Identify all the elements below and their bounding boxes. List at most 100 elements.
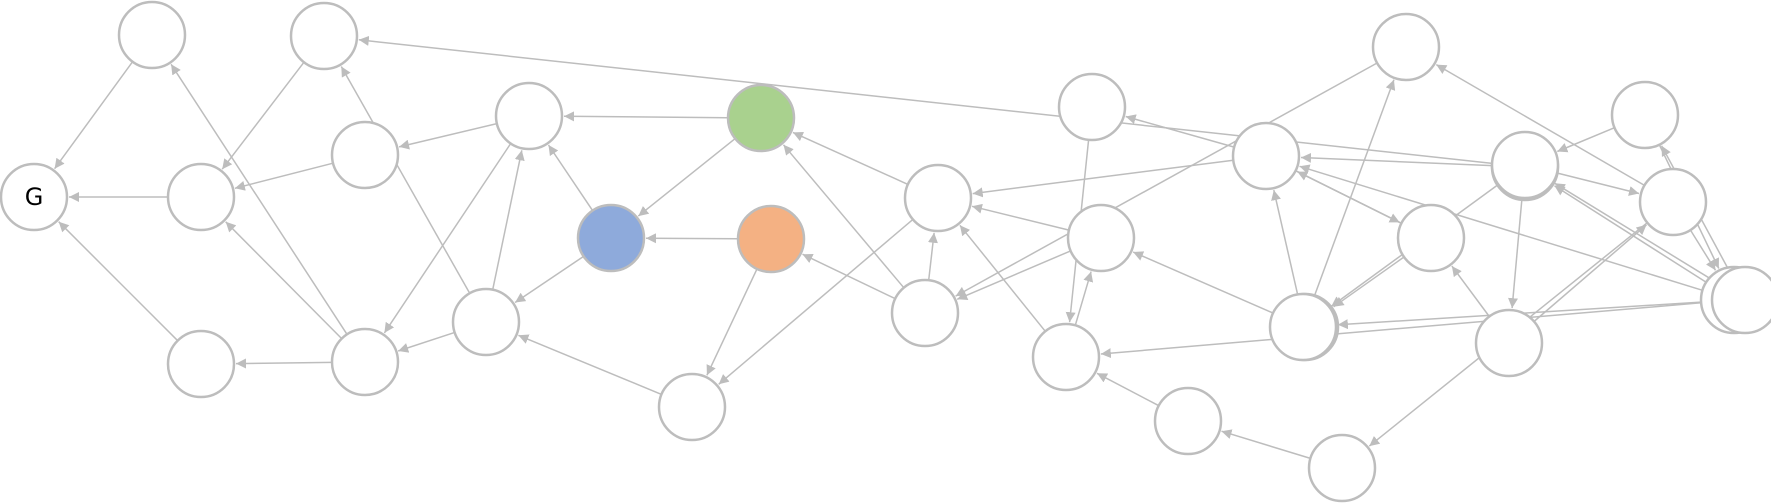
edge-n14-to-n12 [927,232,938,281]
node-n25 [1474,308,1544,378]
node-circle-G [0,162,69,232]
node-circle-n16 [1031,322,1101,392]
edge-n18-to-n12 [972,159,1234,198]
node-circle-n30 [1610,80,1680,150]
node-circle-n1 [117,0,187,70]
node-green [726,83,796,153]
edge-n22-to-n20 [1333,256,1405,308]
edges-layer [53,35,1730,460]
edge-n20-to-n15 [1132,251,1276,315]
node-circle-n6 [330,327,400,397]
node-n13 [657,372,727,442]
edge-n7-to-n6 [383,143,512,334]
node-G: G [0,162,69,232]
edge-n21-to-n19 [1221,429,1311,460]
node-circle-n25 [1474,308,1544,378]
edge-blue-to-n7 [547,144,594,212]
edge-n8-to-n6 [397,331,455,353]
edge-green-to-blue [637,138,736,217]
node-n3 [166,329,236,399]
node-n26 [1638,167,1708,237]
edge-n12-to-n13 [718,218,914,385]
edge-n14-to-green [782,144,905,289]
edge-n16-to-n12 [959,224,1046,332]
edge-n8-to-n7 [491,150,525,290]
node-circle-n12 [903,163,973,233]
edge-n16-to-n15 [1074,271,1094,326]
edge-n31-to-n29 [1554,182,1718,284]
node-circle-n13 [657,372,727,442]
node-n19 [1153,386,1223,456]
edge-n30-to-n29 [1557,127,1615,153]
node-n30 [1610,80,1680,150]
edge-n20-to-n18 [1271,189,1299,295]
node-circle-n8 [451,287,521,357]
node-n4 [289,1,359,71]
node-circle-orange [736,204,806,274]
edge-n27-to-n18 [1299,164,1703,292]
edge-n25-to-n22 [1451,265,1490,317]
edge-n12-to-green [792,131,909,186]
node-n21 [1307,433,1377,503]
node-circle-n29 [1490,130,1560,200]
node-circle-n7 [494,81,564,151]
node-n2 [166,162,236,232]
node-n8 [451,287,521,357]
node-orange [736,204,806,274]
node-circle-n19 [1153,386,1223,456]
edge-n15-to-n14 [956,250,1071,300]
node-n15 [1066,203,1136,273]
edge-n1-to-G [53,61,134,170]
node-n12 [903,163,973,233]
node-circle-green [726,83,796,153]
node-circle-n14 [890,278,960,348]
edge-n22-to-n18 [1296,170,1402,224]
edge-n24-to-n18 [1300,152,1493,167]
edge-n6-to-n3 [235,358,333,369]
node-circle-n5 [330,120,400,190]
edge-blue-to-n8 [514,255,585,304]
edge-n26-to-n23 [1435,63,1645,187]
edge-n3-to-G [58,221,179,342]
node-circle-n22 [1396,203,1466,273]
node-circle-blue [576,203,646,273]
edge-orange-to-blue [645,233,739,244]
node-n6 [330,327,400,397]
edge-n29-to-n25 [1508,197,1523,309]
node-circle-n15 [1066,203,1136,273]
edge-n8-to-n4 [340,66,471,294]
edge-n18-to-n17 [1125,114,1235,148]
edge-n23-to-n14 [955,62,1378,297]
node-circle-n31 [1710,265,1771,335]
edge-n7-to-n5 [398,122,498,150]
node-n28 [1268,292,1338,362]
edge-orange-to-n13 [706,268,758,376]
node-n18 [1231,121,1301,191]
edge-n4-to-n2 [221,61,305,170]
node-n23 [1371,12,1441,82]
node-n14 [890,278,960,348]
node-circle-n23 [1371,12,1441,82]
node-n29 [1490,130,1560,200]
node-circle-n2 [166,162,236,232]
edge-green-to-n7 [563,111,729,122]
edge-n5-to-n2 [234,162,334,191]
edge-n29-to-n26 [1556,172,1640,196]
node-label-G: G [25,183,44,211]
edge-n15-to-n12 [971,203,1070,231]
edge-n24-to-n4 [358,35,1493,165]
node-n17 [1057,72,1127,142]
edge-n25-to-n26 [1533,224,1647,323]
edge-n27-to-n24 [1554,185,1707,283]
node-n7 [494,81,564,151]
node-circle-n4 [289,1,359,71]
node-n22 [1396,203,1466,273]
node-circle-n18 [1231,121,1301,191]
edge-n6-to-n2 [225,221,343,340]
edge-n13-to-n8 [518,334,662,396]
node-n1 [117,0,187,70]
node-circle-n3 [166,329,236,399]
node-n31 [1710,265,1771,335]
